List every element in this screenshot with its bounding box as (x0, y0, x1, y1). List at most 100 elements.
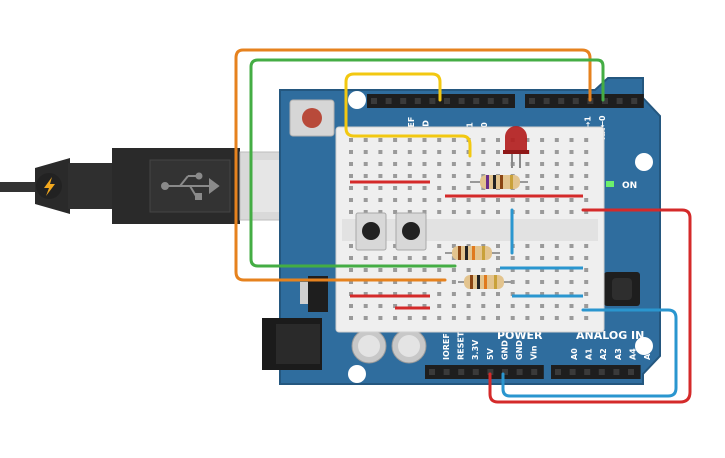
header-socket[interactable] (414, 98, 421, 104)
breadboard-hole[interactable] (349, 186, 353, 190)
breadboard-hole[interactable] (481, 304, 486, 308)
breadboard-hole[interactable] (363, 138, 368, 142)
breadboard-hole[interactable] (393, 268, 398, 272)
breadboard-hole[interactable] (422, 198, 427, 202)
breadboard-hole[interactable] (437, 162, 442, 166)
breadboard-hole[interactable] (422, 304, 427, 308)
breadboard-hole[interactable] (481, 150, 486, 154)
breadboard-hole[interactable] (451, 150, 456, 154)
breadboard-hole[interactable] (481, 198, 486, 202)
breadboard-hole[interactable] (393, 186, 398, 190)
header-socket[interactable] (487, 369, 494, 375)
breadboard-hole[interactable] (451, 198, 456, 202)
breadboard-hole[interactable] (451, 138, 456, 142)
breadboard-hole[interactable] (407, 162, 412, 166)
breadboard-hole[interactable] (363, 150, 368, 154)
breadboard-hole[interactable] (349, 210, 353, 214)
breadboard-hole[interactable] (496, 316, 500, 320)
breadboard-hole[interactable] (422, 210, 427, 214)
breadboard-hole[interactable] (525, 198, 530, 202)
breadboard-hole[interactable] (451, 186, 456, 190)
breadboard-hole[interactable] (525, 244, 530, 248)
breadboard-hole[interactable] (584, 304, 589, 308)
breadboard-hole[interactable] (554, 186, 559, 190)
breadboard-hole[interactable] (451, 174, 456, 178)
breadboard-hole[interactable] (554, 304, 559, 308)
breadboard-hole[interactable] (422, 174, 427, 178)
breadboard-hole[interactable] (407, 292, 412, 296)
breadboard-hole[interactable] (584, 198, 589, 202)
breadboard-hole[interactable] (378, 210, 383, 214)
breadboard-hole[interactable] (378, 292, 383, 296)
breadboard-hole[interactable] (584, 138, 589, 142)
breadboard-hole[interactable] (378, 186, 383, 190)
breadboard-hole[interactable] (407, 304, 412, 308)
header-socket[interactable] (472, 369, 479, 375)
breadboard-hole[interactable] (437, 210, 442, 214)
header-socket[interactable] (631, 98, 638, 104)
header-socket[interactable] (502, 369, 508, 375)
breadboard-hole[interactable] (437, 292, 442, 296)
breadboard-hole[interactable] (407, 198, 412, 202)
breadboard-hole[interactable] (496, 292, 500, 296)
header-socket[interactable] (572, 98, 579, 104)
breadboard-hole[interactable] (510, 198, 515, 202)
breadboard-hole[interactable] (437, 256, 442, 260)
breadboard-hole[interactable] (554, 292, 559, 296)
header-socket[interactable] (531, 369, 538, 375)
breadboard-hole[interactable] (481, 210, 486, 214)
header-socket[interactable] (628, 369, 634, 375)
breadboard-hole[interactable] (496, 256, 500, 260)
breadboard-hole[interactable] (496, 138, 500, 142)
header-socket[interactable] (584, 369, 591, 375)
breadboard-hole[interactable] (407, 280, 412, 284)
breadboard-hole[interactable] (584, 186, 589, 190)
breadboard-hole[interactable] (422, 292, 427, 296)
breadboard-hole[interactable] (363, 316, 368, 320)
breadboard-hole[interactable] (584, 150, 589, 154)
breadboard-hole[interactable] (378, 256, 383, 260)
breadboard-hole[interactable] (540, 316, 545, 320)
breadboard-hole[interactable] (407, 268, 412, 272)
breadboard-hole[interactable] (363, 256, 368, 260)
breadboard-hole[interactable] (349, 292, 353, 296)
breadboard-hole[interactable] (466, 268, 471, 272)
header-socket[interactable] (400, 98, 407, 104)
breadboard-hole[interactable] (407, 186, 412, 190)
breadboard-hole[interactable] (393, 138, 398, 142)
breadboard-hole[interactable] (378, 138, 383, 142)
breadboard-hole[interactable] (525, 138, 530, 142)
breadboard-hole[interactable] (510, 316, 515, 320)
breadboard-hole[interactable] (378, 304, 383, 308)
breadboard-hole[interactable] (569, 150, 574, 154)
breadboard-hole[interactable] (393, 150, 398, 154)
breadboard-hole[interactable] (496, 268, 500, 272)
breadboard-hole[interactable] (393, 280, 398, 284)
breadboard-hole[interactable] (422, 150, 427, 154)
header-socket[interactable] (616, 98, 623, 104)
breadboard-hole[interactable] (481, 316, 486, 320)
breadboard-hole[interactable] (407, 138, 412, 142)
breadboard-hole[interactable] (569, 210, 574, 214)
breadboard-hole[interactable] (525, 280, 530, 284)
breadboard-hole[interactable] (466, 292, 471, 296)
breadboard-hole[interactable] (437, 316, 442, 320)
breadboard-hole[interactable] (569, 256, 574, 260)
breadboard-hole[interactable] (437, 138, 442, 142)
breadboard-hole[interactable] (525, 174, 530, 178)
breadboard-hole[interactable] (525, 162, 530, 166)
breadboard-hole[interactable] (349, 256, 353, 260)
breadboard-hole[interactable] (584, 292, 589, 296)
breadboard-hole[interactable] (540, 198, 545, 202)
breadboard-hole[interactable] (554, 198, 559, 202)
breadboard-hole[interactable] (510, 268, 515, 272)
breadboard-hole[interactable] (554, 138, 559, 142)
header-socket[interactable] (429, 369, 435, 375)
breadboard-hole[interactable] (481, 162, 486, 166)
breadboard-hole[interactable] (363, 162, 368, 166)
breadboard-hole[interactable] (540, 256, 545, 260)
breadboard-hole[interactable] (584, 256, 589, 260)
breadboard-hole[interactable] (569, 186, 574, 190)
breadboard-hole[interactable] (540, 138, 545, 142)
breadboard-hole[interactable] (466, 316, 471, 320)
